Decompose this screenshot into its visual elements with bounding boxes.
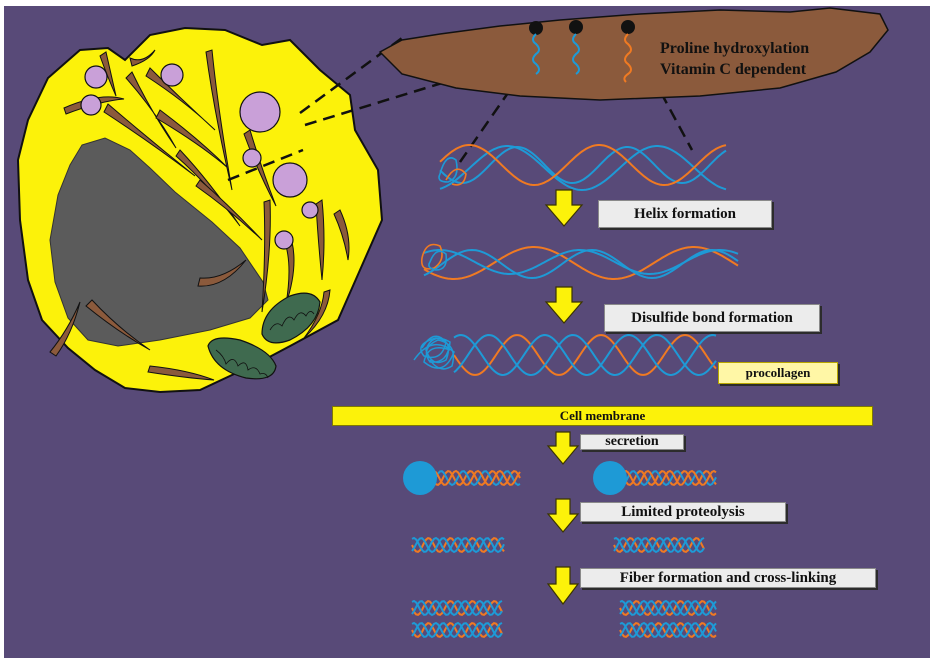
vesicle [81, 95, 101, 115]
vesicle [240, 92, 280, 132]
procollagen-label: procollagen [718, 362, 838, 384]
proline-line-1: Proline hydroxylation [660, 38, 840, 59]
proline-hydroxylation-label: Proline hydroxylation Vitamin C dependen… [660, 38, 840, 80]
limited-proteolysis-label: Limited proteolysis [580, 502, 786, 522]
secretion-label: secretion [580, 434, 684, 450]
disulfide-bond-label: Disulfide bond formation [604, 304, 820, 332]
fiber-formation-label: Fiber formation and cross-linking [580, 568, 876, 588]
vesicle [275, 231, 293, 249]
propeptide-head [593, 461, 627, 495]
ribosome [621, 20, 635, 34]
vesicle [161, 64, 183, 86]
helix-formation-label: Helix formation [598, 200, 772, 228]
ribosome [569, 20, 583, 34]
vesicle [85, 66, 107, 88]
vesicle [273, 163, 307, 197]
vesicle [243, 149, 261, 167]
vesicle [302, 202, 318, 218]
cell-membrane-bar: Cell membrane [332, 406, 873, 426]
propeptide-head [403, 461, 437, 495]
proline-line-2: Vitamin C dependent [660, 59, 840, 80]
ribosome [529, 21, 543, 35]
